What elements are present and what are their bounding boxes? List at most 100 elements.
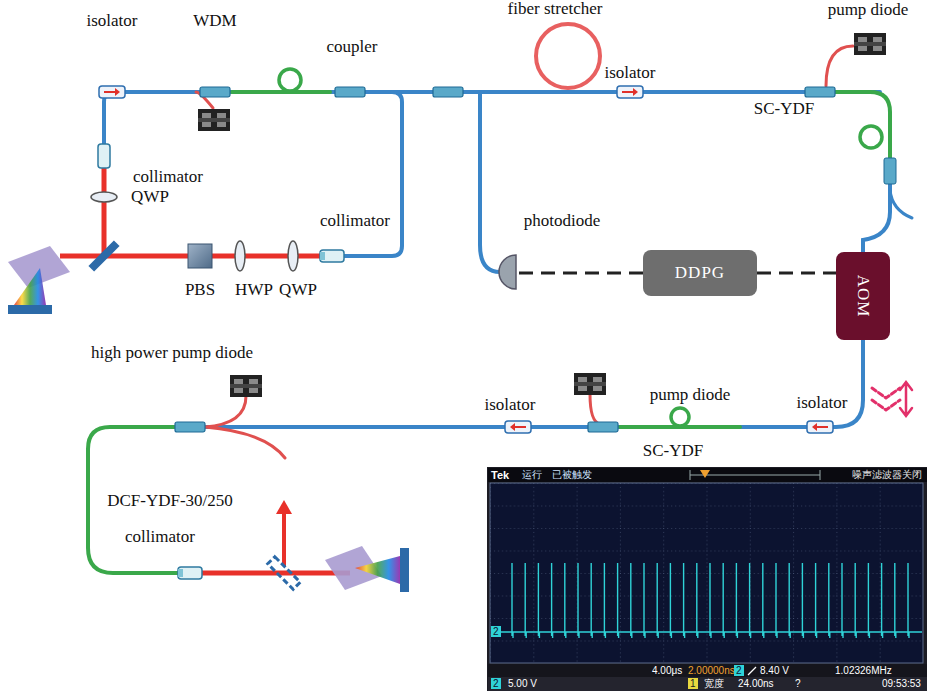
scope-readout-bar [488, 677, 927, 691]
component-label: collimator [125, 528, 195, 547]
trace-pulse [670, 563, 671, 638]
fiber-loop [860, 126, 882, 148]
component-label: pump diode [828, 1, 909, 20]
dispersed-beam [355, 556, 400, 584]
scope-readout: 24.00ns [738, 678, 774, 689]
isolator-symbol [505, 421, 531, 433]
scope-readout: 5.00 V [508, 678, 537, 689]
trace-pulse [908, 563, 909, 638]
scope-readout: 宽度 [704, 678, 724, 689]
scope-readout: 已被触发 [552, 469, 592, 480]
scope-readout: 09:53:53 [882, 678, 921, 689]
scope-readout: ? [795, 678, 801, 689]
component-label: WDM [193, 12, 236, 31]
pump-fiber [205, 396, 285, 458]
fiber [863, 184, 890, 252]
trace-pulse [776, 563, 777, 638]
signal-connector [757, 272, 836, 275]
trace-pulse [512, 563, 513, 638]
scope-record-bar [690, 470, 820, 480]
trace-pulse [604, 563, 605, 638]
scope-readout: 1.02326MHz [835, 665, 892, 676]
node-label: AOM [853, 275, 873, 318]
fiber [104, 92, 880, 150]
trace-pulse [789, 563, 790, 638]
component-label: collimator [133, 168, 203, 187]
pump-diode-symbol [198, 109, 230, 131]
collimator-symbol [178, 567, 202, 579]
beam-deflection-mark [872, 388, 900, 410]
scope-graticule [490, 483, 923, 663]
fiber-loop [279, 69, 301, 91]
scope-readout: 运行 [522, 469, 542, 480]
trace-pulse [538, 563, 539, 638]
component-label: photodiode [524, 212, 601, 231]
gain-fiber [232, 90, 330, 94]
aom-box: AOM [836, 252, 890, 340]
component-label: isolator [87, 12, 138, 31]
component-label: PBS [185, 281, 215, 300]
isolator-symbol [617, 86, 643, 98]
dispersed-beam [14, 268, 46, 305]
component-label: fiber stretcher [508, 0, 603, 19]
beam-deflection-mark [900, 382, 912, 416]
pickoff-mirror [268, 557, 301, 590]
fiber-stretcher [536, 24, 600, 88]
trace-baseline [491, 631, 922, 633]
pump-diode-symbol [574, 373, 606, 395]
trace-pulse [697, 563, 698, 638]
controller-box: DDPG [643, 250, 757, 296]
trace-pulse [631, 563, 632, 638]
trace-pulse [525, 563, 526, 638]
laser-beam [200, 571, 350, 576]
scope-readout: 4.00μs [652, 665, 682, 676]
channel-marker: 1 [688, 678, 698, 689]
isolator-symbol [99, 86, 125, 98]
coupler-symbol [433, 87, 463, 97]
laser-beam [60, 168, 322, 256]
tap-coupler [884, 158, 896, 184]
trace-pulse [578, 563, 579, 638]
trace-pulse [868, 563, 869, 638]
fiber [342, 92, 402, 256]
trace-pulse [618, 563, 619, 638]
component-label: isolator [797, 394, 848, 413]
combiner-symbol [175, 422, 205, 432]
trace-pulse [565, 563, 566, 638]
channel-marker: 2 [734, 665, 744, 676]
trigger-marker [700, 470, 710, 478]
trace-pulse [710, 563, 711, 638]
node-label: DDPG [675, 263, 725, 283]
scope-readout: 8.40 V [760, 665, 789, 676]
trace-pulse [829, 563, 830, 638]
wdm-symbol [200, 87, 230, 97]
trace-pulse [736, 563, 737, 638]
mirror-symbol [8, 305, 52, 314]
component-label: SC-YDF [643, 442, 703, 461]
trace-pulse [684, 563, 685, 638]
waveplate-symbol [235, 241, 245, 271]
trace-pulse [802, 563, 803, 638]
collimator-symbol [98, 144, 110, 168]
trace-pulse [882, 563, 883, 638]
component-label: DCF-YDF-30/250 [107, 492, 233, 511]
channel-marker: 2 [491, 626, 501, 637]
coupler-symbol [335, 87, 365, 97]
fiber-loop [671, 408, 689, 426]
pump-fiber [826, 46, 853, 86]
trace-pulse [842, 563, 843, 638]
trace-pulse [723, 563, 724, 638]
trace-pulse [816, 563, 817, 638]
output-arrow [276, 500, 292, 514]
output-beam [282, 510, 286, 566]
scope-screen [487, 467, 927, 691]
trace-pulse [591, 563, 592, 638]
photodiode-symbol [499, 255, 516, 289]
component-label: pump diode [650, 386, 731, 405]
combiner-symbol [588, 422, 618, 432]
fiber [175, 340, 863, 427]
fiber [480, 92, 500, 272]
component-label: isolator [485, 396, 536, 415]
pump-diode-symbol [854, 33, 886, 55]
trace-pulse [763, 563, 764, 638]
